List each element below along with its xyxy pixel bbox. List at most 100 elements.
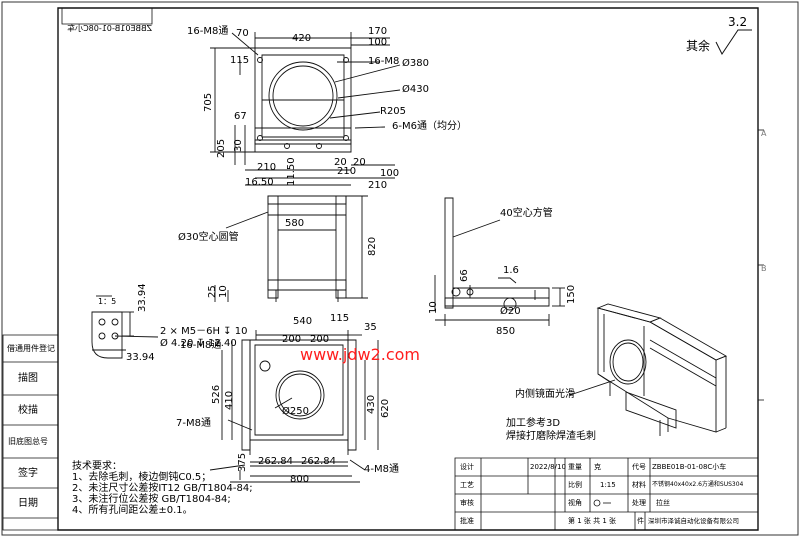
detail-dim-33-94-h: 33.94 bbox=[126, 352, 155, 363]
dim-top-205: 205 bbox=[216, 138, 227, 158]
drawing-code-mirrored: ZBBE01B-01-08C小车 bbox=[67, 24, 152, 33]
dim-bottom-262-84-b: 262.84 bbox=[301, 456, 336, 467]
tech-req-item-4: 4、所有孔间距公差±0.1。 bbox=[72, 505, 193, 516]
note-ref-3d: 加工参考3D bbox=[506, 418, 561, 429]
border-letter-a: A bbox=[761, 129, 767, 138]
tb-material-value: 不锈钢40x40x2.6方通和SUS304 bbox=[652, 481, 744, 488]
tech-req-item-3: 3、未注行位公差按 GB/T1804-84; bbox=[72, 494, 231, 505]
strip-label-date: 日期 bbox=[18, 498, 38, 509]
tb-sheet: 第 1 张 共 1 张 bbox=[568, 517, 617, 525]
tb-process-label: 工艺 bbox=[460, 481, 474, 489]
dim-top-705: 705 bbox=[203, 92, 214, 112]
dim-top-30: 30 bbox=[233, 139, 244, 152]
dim-bottom-7m8-through: 7-M8通 bbox=[176, 418, 211, 429]
dim-top-67: 67 bbox=[234, 111, 247, 122]
strip-label-sign: 签字 bbox=[18, 468, 38, 479]
dim-bottom-d250: Ø250 bbox=[282, 406, 309, 417]
tb-design-date: 2022/8/10 bbox=[530, 463, 566, 471]
tb-code-label: 代号 bbox=[632, 463, 646, 471]
detail-dim-33-94-v: 33.94 bbox=[137, 283, 148, 312]
dim-bottom-526: 526 bbox=[211, 384, 222, 404]
strip-label-old-number: 旧底图总号 bbox=[8, 437, 48, 446]
tb-treatment-value: 拉丝 bbox=[656, 499, 670, 507]
dim-bottom-35: 35 bbox=[364, 322, 377, 333]
dim-front-25: 25 bbox=[207, 285, 218, 298]
dim-front-10: 10 bbox=[218, 285, 229, 298]
dim-top-210-right: 210 bbox=[337, 166, 357, 177]
code-box bbox=[62, 8, 152, 24]
dim-top-420: 420 bbox=[292, 33, 312, 44]
dim-side-1-6: 1.6 bbox=[503, 265, 519, 276]
dim-top-11-50: 11.50 bbox=[286, 157, 297, 186]
dim-top-20-a: 20 bbox=[334, 157, 347, 168]
note-weld-grind: 焊接打磨除焊渣毛刺 bbox=[506, 431, 596, 442]
roughness-symbol bbox=[716, 30, 752, 54]
dim-top-210-left: 210 bbox=[257, 162, 277, 173]
iso-view bbox=[570, 303, 728, 436]
detail-scale: 1：5 bbox=[98, 297, 117, 306]
tb-scale-value: 1:15 bbox=[600, 481, 616, 489]
strip-label-check: 校描 bbox=[18, 405, 38, 416]
dim-top-100-right: 100 bbox=[380, 168, 400, 179]
dim-bottom-262-84-a: 262.84 bbox=[258, 456, 293, 467]
top-view bbox=[210, 32, 400, 185]
dim-top-16m8: 16-M8 bbox=[368, 56, 400, 67]
front-view bbox=[215, 196, 368, 302]
detail-dim-d4-20: Ø 4.20 ↧ 12.40 bbox=[160, 338, 237, 349]
tech-req-item-2: 2、未注尺寸公差按IT12 GB/T1804-84; bbox=[72, 483, 253, 494]
tech-req-title: 技术要求： bbox=[72, 461, 122, 472]
dim-front-580: 580 bbox=[285, 218, 305, 229]
dim-side-40-tube: 40空心方管 bbox=[500, 208, 553, 219]
dim-bottom-4m8-through: 4-M8通 bbox=[364, 464, 399, 475]
tb-company: 深圳市泽诚自动化设备有限公司 bbox=[648, 517, 739, 525]
tb-approve-label: 批准 bbox=[460, 517, 474, 525]
tech-req-item-1: 1、去除毛刺，棱边倒钝C0.5； bbox=[72, 472, 212, 483]
border-letter-b: B bbox=[761, 264, 767, 273]
dim-bottom-16m8-through: 16-M8通 bbox=[180, 340, 222, 351]
dim-bottom-800: 800 bbox=[290, 474, 310, 485]
dim-top-70: 70 bbox=[236, 28, 249, 39]
tb-weight-value: 克 bbox=[594, 463, 601, 471]
tb-code-value: ZBBE01B-01-08C小车 bbox=[652, 463, 727, 471]
dim-bottom-375: 375 bbox=[237, 452, 248, 472]
note-inner-mirror: 内侧镜面光滑 bbox=[515, 389, 575, 400]
dim-top-d430: Ø430 bbox=[402, 84, 429, 95]
tb-view-label: 视角 bbox=[568, 499, 582, 507]
dim-top-6m6: 6-M6通（均分） bbox=[392, 121, 467, 132]
dim-side-66: 66 bbox=[459, 269, 470, 282]
dim-side-850: 850 bbox=[496, 326, 516, 337]
watermark: www.jdw2.com bbox=[300, 345, 420, 364]
dim-top-20-b: 20 bbox=[353, 157, 366, 168]
dim-front-820: 820 bbox=[367, 236, 378, 256]
dim-top-16-50: 16.50 bbox=[245, 177, 274, 188]
tb-scale-label: 比例 bbox=[568, 481, 582, 489]
tb-weight-label: 重量 bbox=[568, 463, 582, 471]
dim-bottom-540: 540 bbox=[293, 316, 313, 327]
dim-bottom-200-a: 200 bbox=[282, 334, 302, 345]
tb-treatment-label: 处理 bbox=[632, 499, 646, 507]
tb-review-label: 审核 bbox=[460, 499, 474, 507]
bottom-view bbox=[210, 330, 378, 482]
dim-side-10: 10 bbox=[428, 301, 439, 314]
dim-bottom-620: 620 bbox=[380, 398, 391, 418]
strip-label-borrow: 借通用件登记 bbox=[7, 344, 55, 353]
dim-top-210-bottom: 210 bbox=[368, 180, 388, 191]
dim-bottom-410: 410 bbox=[224, 390, 235, 410]
dim-front-d30-tube: Ø30空心圆管 bbox=[178, 232, 239, 243]
dim-top-d380: Ø380 bbox=[402, 58, 429, 69]
dim-top-170: 170 bbox=[368, 26, 388, 37]
dim-bottom-430: 430 bbox=[366, 394, 377, 414]
left-strip-table bbox=[3, 335, 58, 530]
title-block bbox=[455, 458, 758, 530]
roughness-value: 3.2 bbox=[728, 15, 748, 29]
roughness-label: 其余 bbox=[686, 39, 711, 53]
dim-bottom-200-b: 200 bbox=[310, 334, 330, 345]
inner-frame bbox=[58, 8, 758, 530]
side-view bbox=[435, 198, 565, 326]
strip-label-trace: 描图 bbox=[18, 373, 38, 384]
detail-dim-m5-thread: 2 × M5－6H ↧ 10 bbox=[160, 326, 248, 337]
detail-view bbox=[92, 296, 158, 358]
dim-top-r205: R205 bbox=[380, 106, 407, 117]
